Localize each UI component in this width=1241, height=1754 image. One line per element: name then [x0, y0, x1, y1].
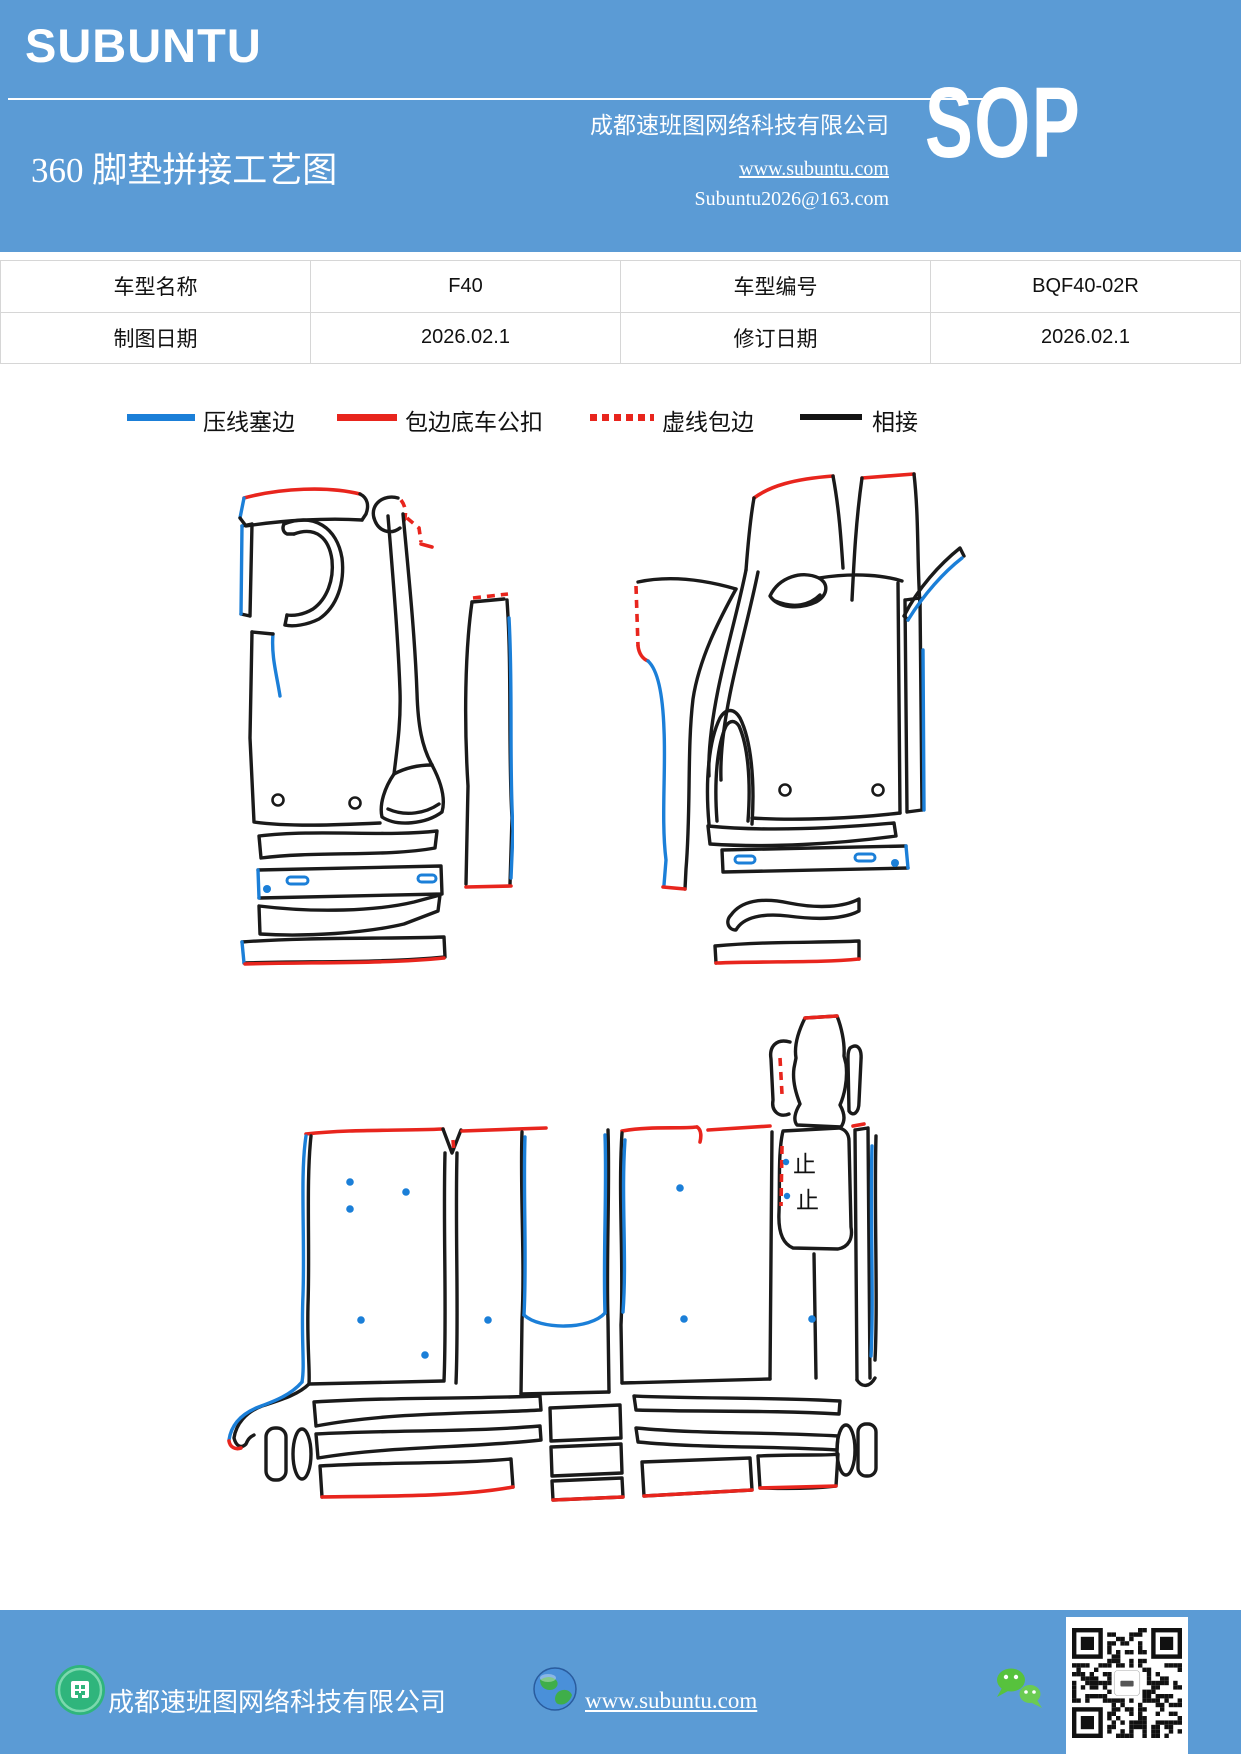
- wechat-icon: [997, 1668, 1042, 1708]
- header-company-name: 成都速班图网络科技有限公司: [590, 113, 889, 138]
- legend-label-press-edge: 压线塞边: [203, 410, 295, 435]
- legend-label-join: 相接: [872, 410, 918, 435]
- legend-label-dashed-binding: 虚线包边: [662, 410, 754, 435]
- model-name-label: 车型名称: [0, 260, 311, 313]
- stop-mark-text: 止: [793, 1152, 816, 1177]
- legend-swatch-press-edge: [127, 414, 195, 421]
- rear-band-top-edges: [304, 1122, 866, 1155]
- revise-date-label: 修订日期: [620, 311, 931, 364]
- revise-date-value: 2026.02.1: [930, 311, 1241, 364]
- header-divider: [8, 98, 993, 100]
- legend-swatch-join: [800, 414, 862, 420]
- mat-piece-center-trunk: [705, 568, 760, 826]
- rear-far-right-strips: [853, 1126, 878, 1388]
- model-name-value: F40: [310, 260, 621, 313]
- mat-piece-top-flaps: [744, 472, 922, 609]
- table-row: 车型名称 F40 车型编号 BQF40-02R: [0, 260, 1241, 313]
- mat-piece-bottom-strips: [706, 821, 910, 965]
- mat-piece-bottom-strips: [240, 829, 447, 966]
- rear-center-tunnel: [519, 1128, 611, 1396]
- header-website-link[interactable]: www.subuntu.com: [739, 158, 889, 180]
- mat-piece-left-strip: [239, 522, 254, 618]
- legend-swatch-dashed-binding: [590, 414, 654, 421]
- mat-piece-right-strip: [902, 546, 966, 814]
- mat-piece-heel-arch: [281, 518, 345, 628]
- table-row: 制图日期 2026.02.1 修订日期 2026.02.1: [0, 311, 1241, 364]
- footer-website-link[interactable]: www.subuntu.com: [585, 1688, 758, 1713]
- mat-piece-left-sill: [634, 576, 738, 891]
- page-title: 360 脚垫拼接工艺图: [31, 151, 338, 190]
- rear-neck-pieces: 止 止: [768, 1014, 863, 1251]
- model-code-value: BQF40-02R: [930, 260, 1241, 313]
- mat-piece-main-panel: [248, 630, 382, 827]
- rear-lower-strips: [264, 1394, 878, 1502]
- header-banner: SUBUNTU 360 脚垫拼接工艺图 成都速班图网络科技有限公司 www.su…: [0, 0, 1241, 252]
- rear-left-panel: [227, 1134, 459, 1451]
- mat-piece-center-trunk: [379, 512, 446, 825]
- front-left-mat-drawing: [238, 487, 514, 966]
- vehicle-info-table: 车型名称 F40 车型编号 BQF40-02R 制图日期 2026.02.1 修…: [0, 260, 1241, 364]
- front-right-mat-drawing: [634, 472, 966, 965]
- sop-badge: SOP: [924, 67, 1081, 179]
- draw-date-label: 制图日期: [0, 311, 311, 364]
- globe-icon: [533, 1667, 577, 1711]
- footer-banner: [0, 1610, 1241, 1754]
- qr-code: [1066, 1617, 1188, 1754]
- legend-label-binding-buckle: 包边底车公扣: [405, 410, 543, 435]
- legend-swatch-binding-buckle: [337, 414, 397, 421]
- mat-piece-main-panel: [750, 573, 904, 821]
- model-code-label: 车型编号: [620, 260, 931, 313]
- rear-right-panel: [618, 1130, 818, 1385]
- footer-company-name: 成都速班图网络科技有限公司: [108, 1688, 447, 1717]
- brand-logo-text: SUBUNTU: [25, 19, 262, 72]
- mat-piece-right-sill: [463, 592, 514, 889]
- header-email: Subuntu2026@163.com: [694, 188, 889, 210]
- draw-date-value: 2026.02.1: [310, 311, 621, 364]
- stop-mark-text: 止: [796, 1188, 819, 1213]
- rear-press-stud-dots: [346, 1178, 816, 1359]
- company-badge-icon: [55, 1665, 105, 1715]
- rear-mat-drawing: 止 止: [227, 1014, 878, 1502]
